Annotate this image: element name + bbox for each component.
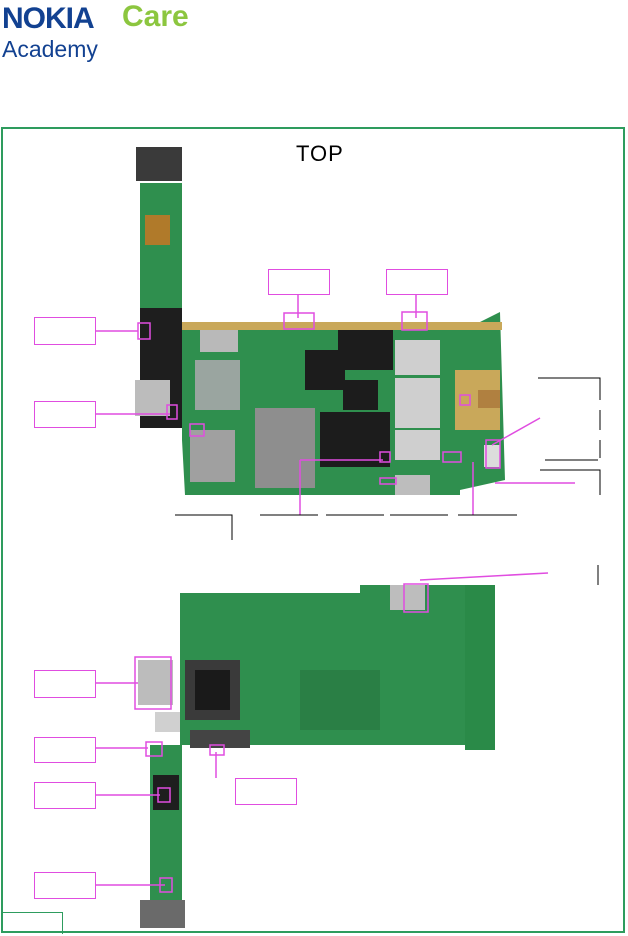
bottom-battery-contacts xyxy=(190,730,250,748)
callout-box-left-6 xyxy=(34,872,96,899)
bottom-flex-strip xyxy=(150,745,182,900)
callout-box-top-1 xyxy=(268,269,330,295)
top-shield-3 xyxy=(395,430,440,460)
callout-box-left-2 xyxy=(34,401,96,428)
top-sd-holder xyxy=(190,430,235,482)
top-chip-2 xyxy=(338,330,393,370)
callout-box-top-2 xyxy=(386,269,448,295)
top-usb-micro xyxy=(395,475,430,495)
top-side-label: TOP xyxy=(296,141,344,166)
top-board xyxy=(135,147,505,495)
top-switch xyxy=(484,445,500,467)
callout-box-left-3 xyxy=(34,670,96,698)
callout-box-left-5 xyxy=(34,782,96,809)
top-board-edge-gold xyxy=(182,322,502,330)
bottom-flex-component xyxy=(153,775,179,810)
callout-box-left-1 xyxy=(34,317,96,345)
bottom-small-connector xyxy=(155,712,180,732)
top-flex-component xyxy=(145,215,170,245)
bottom-camera-lens xyxy=(195,670,230,710)
bottom-usb-micro xyxy=(390,585,425,610)
top-connector-block xyxy=(136,147,182,181)
top-chip-3 xyxy=(343,380,378,410)
diagram-frame xyxy=(1,127,625,933)
component-highlights xyxy=(134,311,501,893)
corner-marker xyxy=(3,912,63,934)
callout-leaders xyxy=(96,294,575,886)
bottom-right-edge xyxy=(465,585,495,750)
bottom-usb-port xyxy=(138,660,173,705)
top-shield-can xyxy=(195,360,240,410)
top-memory-chip xyxy=(320,412,390,467)
callout-box-bottom-1 xyxy=(235,778,297,805)
top-flex-strip xyxy=(140,183,182,308)
bottom-pattern-area xyxy=(300,670,380,730)
reference-lines xyxy=(175,377,601,585)
top-sim-holder xyxy=(255,408,315,488)
bottom-connector-block xyxy=(140,900,185,928)
top-coax-connector xyxy=(478,390,500,408)
care-logo-text: Care xyxy=(122,0,189,33)
top-shield-1 xyxy=(395,340,440,375)
top-usb-port xyxy=(135,380,170,416)
top-shield-2 xyxy=(395,378,440,428)
academy-logo-text: Academy xyxy=(2,36,98,62)
bottom-board xyxy=(138,585,495,928)
top-component-silver xyxy=(200,330,238,352)
bottom-main-board xyxy=(180,585,490,745)
callout-box-left-4 xyxy=(34,737,96,763)
nokia-logo: NOKIA xyxy=(2,2,95,35)
